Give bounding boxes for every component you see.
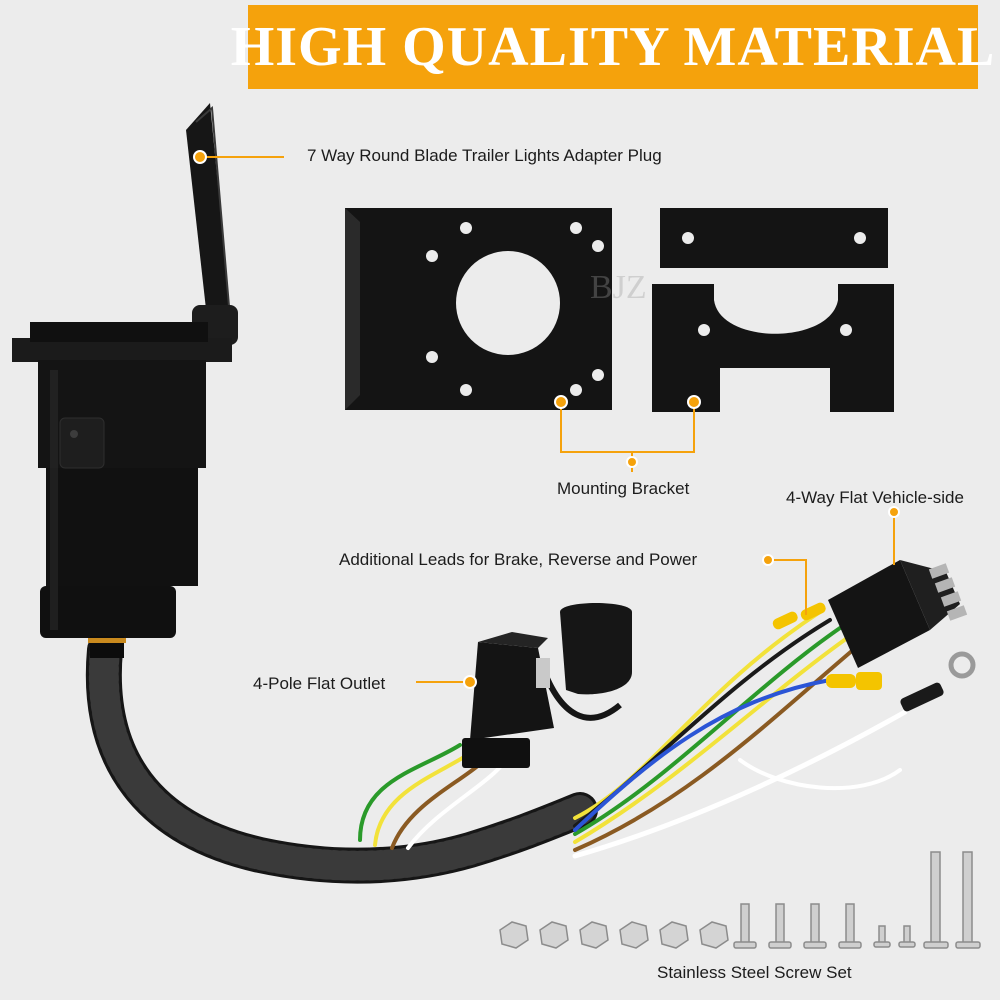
callout-leaders [200,156,895,683]
hex-nuts [499,921,729,949]
butt-connectors [772,602,882,690]
label-flat-outlet: 4-Pole Flat Outlet [253,674,386,693]
label-mounting-bracket: Mounting Bracket [557,479,690,498]
wire-harness [85,602,976,884]
label-vehicle-side: 4-Way Flat Vehicle-side [786,488,964,507]
callout-dots [193,150,900,689]
banner-title: HIGH QUALITY MATERIAL [230,16,996,78]
four-way-flat-vehicle-plug [828,560,968,668]
mounting-bracket-large [345,208,612,410]
label-screw-set: Stainless Steel Screw Set [657,963,852,982]
label-adapter-plug: 7 Way Round Blade Trailer Lights Adapter… [307,146,662,165]
bolts [733,851,981,949]
mounting-bracket-small [652,208,894,412]
four-pole-flat-outlet [462,603,632,768]
title-banner: HIGH QUALITY MATERIAL [231,5,994,89]
screw-set [499,851,981,949]
label-additional-leads: Additional Leads for Brake, Reverse and … [339,550,698,569]
ring-terminal [900,651,976,712]
seven-way-adapter-plug [12,103,238,658]
watermark: BJZ [590,269,647,306]
